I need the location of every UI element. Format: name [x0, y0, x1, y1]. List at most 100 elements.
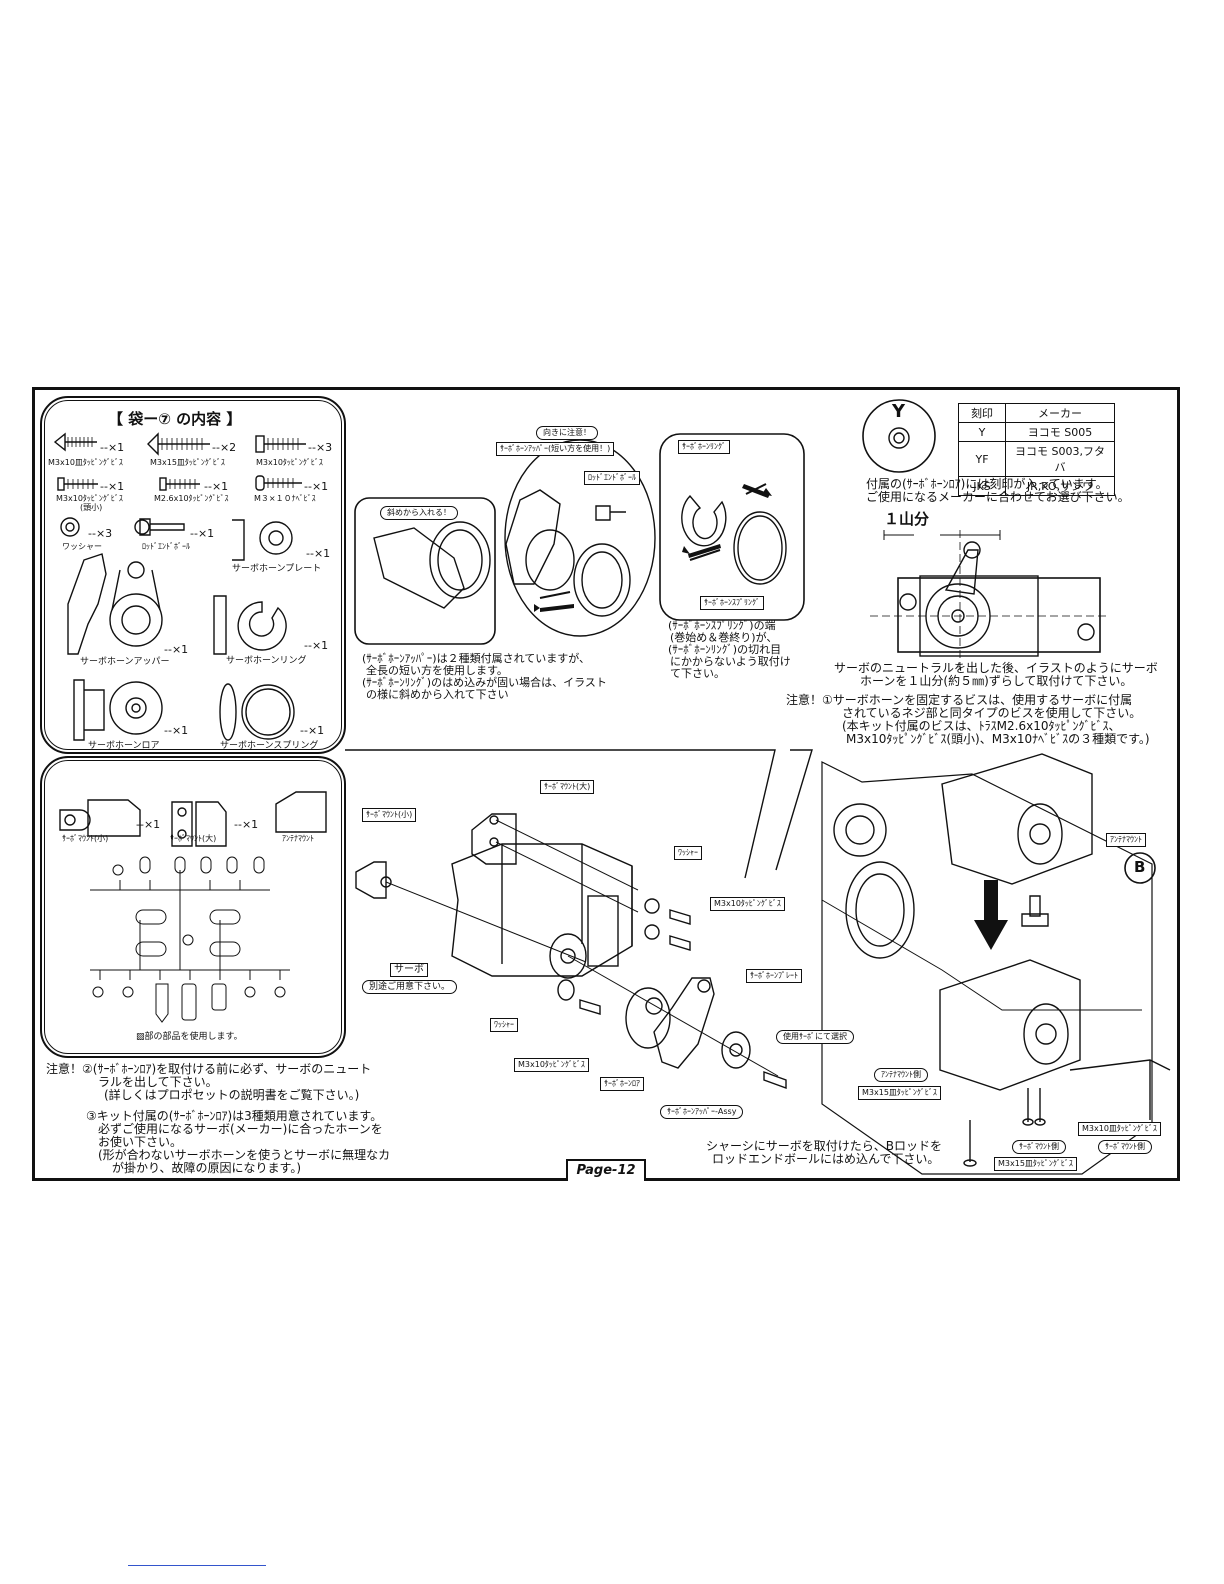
part-name: サーボホーンロア [88, 741, 160, 751]
part-name: M3x10ﾀｯﾋﾟﾝｸﾞﾋﾞｽ [256, 458, 323, 467]
inset-note-left: 全長の短い方を使用します。 [366, 664, 508, 677]
chassis-note: シャーシにサーボを取付けたら、Bロッドを [706, 1139, 942, 1153]
part-qty: --×1 [304, 639, 329, 652]
screw-label: M3x10ﾀｯﾋﾟﾝｸﾞﾋﾞｽ [710, 897, 785, 911]
marking-note: ご使用になるメーカーに合わせてお選び下さい。 [866, 490, 1130, 504]
inset-note-right: にかからないよう取付け [670, 655, 791, 668]
part-name: M３×１０ﾅﾍﾞﾋﾞｽ [254, 494, 316, 503]
part-name: ﾛｯﾄﾞｴﾝﾄﾞﾎﾞｰﾙ [142, 542, 190, 551]
horn-plate-label: ｻｰﾎﾞﾎｰﾝﾌﾟﾚｰﾄ [746, 969, 802, 983]
page-number: Page-12 [566, 1159, 646, 1181]
bag-title: 【 袋ー⑦ の内容 】 [108, 410, 242, 428]
select-by-servo-label: 使用ｻｰﾎﾞにて選択 [776, 1030, 854, 1044]
inset-note-right: て下さい。 [670, 667, 725, 680]
part-qty: --×1 [100, 480, 125, 493]
servo-label: サーボ [390, 963, 428, 977]
part-qty: --×1 [204, 480, 229, 493]
caution-3-line: ③キット付属の(ｻｰﾎﾞﾎｰﾝﾛｱ)は3種類用意されています。 [86, 1109, 383, 1123]
marking-note: 付属の(ｻｰﾎﾞﾎｰﾝﾛｱ)には刻印が入っています。 [866, 477, 1108, 491]
washer-label: ﾜｯｼｬｰ [674, 846, 702, 860]
inset-note-right: (ｻｰﾎﾞﾎｰﾝﾘﾝｸﾞ)の切れ目 [668, 643, 782, 656]
inset-note-right: (巻始め＆巻終り)が、 [670, 631, 778, 644]
part-name: ワッシャー [62, 542, 102, 551]
marking-cell: Y [958, 422, 1006, 442]
part-name: サーボホーンスプリング [220, 741, 319, 751]
part-qty: --×1 [100, 441, 125, 454]
footer-link-underline [128, 1565, 266, 1566]
part-name: ｻｰﾎﾞﾏｳﾝﾄ(小) [62, 834, 109, 843]
caution-1-line: (本キット付属のビスは、ﾄﾗｽM2.6x10ﾀｯﾋﾟﾝｸﾞﾋﾞｽ、 [842, 719, 1121, 733]
inset-note-left: (ｻｰﾎﾞﾎｰﾝｱｯﾊﾟｰ)は２種類付属されていますが、 [362, 652, 591, 665]
one-notch-label: １山分 [884, 510, 930, 528]
part-name: サーボホーンアッパー [80, 657, 170, 667]
caution-3-line: (形が合わないサーボホーンを使うとサーボに無理なカ [98, 1148, 391, 1162]
marking-cell: ヨコモ S003,フタバ [1005, 441, 1115, 477]
diagonal-insert-label: 斜めから入れる！ [380, 506, 458, 520]
marking-cell: JR,KO,サンワ [1005, 476, 1115, 496]
bag-contents-panel [40, 396, 346, 754]
marking-cell: JKS [958, 476, 1006, 496]
part-qty: --×1 [234, 818, 259, 831]
screw-icon [53, 432, 306, 491]
horn-spring-label: ｻｰﾎﾞﾎｰﾝｽﾌﾟﾘﾝｸﾞ [700, 596, 764, 610]
antenna-mount-label: ｱﾝﾃﾅﾏｳﾝﾄ [1106, 833, 1146, 847]
caution-1-line: 注意！①サーボホーンを固定するビスは、使用するサーボに付属 [786, 693, 1133, 707]
part-name: サーボホーンリング [226, 656, 307, 666]
caution-2-line: (詳しくはプロポセットの説明書をご覧下さい。) [104, 1088, 360, 1102]
antenna-mount-side-label: ｱﾝﾃﾅﾏｳﾝﾄ側 [874, 1068, 928, 1082]
part-sub: (頭小) [80, 503, 103, 512]
neutral-note: サーボのニュートラルを出した後、イラストのようにサーボ [834, 661, 1158, 675]
part-qty: --×1 [190, 527, 215, 540]
mount-side-label-2: ｻｰﾎﾞﾏｳﾝﾄ側 [1098, 1140, 1152, 1154]
part-qty: --×3 [88, 527, 113, 540]
inset-note-left: (ｻｰﾎﾞﾎｰﾝﾘﾝｸﾞ)のはめ込みが固い場合は、イラスト [362, 676, 607, 689]
runner-note: ▨部の部品を使用します。 [136, 1032, 243, 1042]
horn-ring-label: ｻｰﾎﾞﾎｰﾝﾘﾝｸﾞ [678, 440, 730, 454]
marking-table: 刻印 メーカー Y ヨコモ S005 YF ヨコモ S003,フタバ JKS J… [958, 403, 1115, 496]
caution-3-line: が掛かり、故障の原因になります。) [112, 1161, 302, 1175]
caution-3-line: お使い下さい。 [98, 1135, 183, 1149]
part-qty: --×1 [306, 547, 331, 560]
marking-cell: ヨコモ S005 [1005, 422, 1115, 442]
part-qty: --×2 [212, 441, 237, 454]
part-qty: --×1 [136, 818, 161, 831]
part-qty: --×1 [304, 480, 329, 493]
neutral-note: ホーンを１山分(約５㎜)ずらして取付けて下さい。 [860, 674, 1133, 688]
direction-caution-label: 向きに注意！ [536, 426, 598, 440]
screw-m3x15-label-2: M3x15皿ﾀｯﾋﾟﾝｸﾞﾋﾞｽ [994, 1157, 1077, 1171]
part-name: M3x10皿ﾀｯﾋﾟﾝｸﾞﾋﾞｽ [48, 458, 123, 467]
part-qty: --×1 [164, 724, 189, 737]
inset-note-right: (ｻｰﾎﾞﾎｰﾝｽﾌﾟﾘﾝｸﾞ)の端 [668, 619, 776, 632]
marking-cell: YF [958, 441, 1006, 477]
servo-note-label: 別途ご用意下さい。 [362, 980, 458, 994]
part-name: M2.6x10ﾀｯﾋﾟﾝｸﾞﾋﾞｽ [154, 494, 229, 503]
horn-lower-label: ｻｰﾎﾞﾎｰﾝﾛｱ [600, 1077, 644, 1091]
mount-large-label: ｻｰﾎﾞﾏｳﾝﾄ(大) [540, 780, 595, 794]
part-name: M3x10ﾀｯﾋﾟﾝｸﾞﾋﾞｽ [56, 494, 123, 503]
part-qty: --×1 [300, 724, 325, 737]
washer-label-2: ﾜｯｼｬｰ [490, 1018, 518, 1032]
rod-end-ball-label: ﾛｯﾄﾞｴﾝﾄﾞﾎﾞｰﾙ [584, 471, 640, 485]
part-name: M3x15皿ﾀｯﾋﾟﾝｸﾞﾋﾞｽ [150, 458, 225, 467]
caution-1-line: されているネジ部と同タイプのビスを使用して下さい。 [842, 706, 1142, 720]
screw-m3x15-label: M3x15皿ﾀｯﾋﾟﾝｸﾞﾋﾞｽ [858, 1086, 941, 1100]
screw-label-2: M3x10ﾀｯﾋﾟﾝｸﾞﾋﾞｽ [514, 1058, 589, 1072]
rod-b-marker: B [1134, 858, 1146, 876]
part-qty: --×3 [308, 441, 333, 454]
caution-1-line: M3x10ﾀｯﾋﾟﾝｸﾞﾋﾞｽ(頭小)、M3x10ﾅﾍﾞﾋﾞｽの３種類です。) [846, 732, 1150, 746]
marking-header: メーカー [1005, 403, 1115, 423]
runner-panel [40, 756, 346, 1058]
part-name: ｻｰﾎﾞﾏｳﾝﾄ(大) [170, 834, 217, 843]
marking-symbol: Y [892, 401, 906, 422]
marking-header: 刻印 [958, 403, 1006, 423]
screw-m3x10-label: M3x10皿ﾀｯﾋﾟﾝｸﾞﾋﾞｽ [1078, 1122, 1161, 1136]
mount-small-label: ｻｰﾎﾞﾏｳﾝﾄ(小) [362, 808, 417, 822]
part-name: サーボホーンプレート [232, 564, 322, 574]
mount-side-label: ｻｰﾎﾞﾏｳﾝﾄ側 [1012, 1140, 1066, 1154]
chassis-note: ロッドエンドボールにはめ込んで下さい。 [712, 1152, 940, 1166]
horn-upper-label: ｻｰﾎﾞﾎｰﾝｱｯﾊﾟｰ(短い方を使用！) [496, 442, 615, 456]
horn-upper-assy-label: ｻｰﾎﾞﾎｰﾝｱｯﾊﾟｰ-Assy [660, 1105, 744, 1119]
inset-note-left: の様に斜めから入れて下さい [366, 688, 509, 701]
part-qty: --×1 [164, 643, 189, 656]
